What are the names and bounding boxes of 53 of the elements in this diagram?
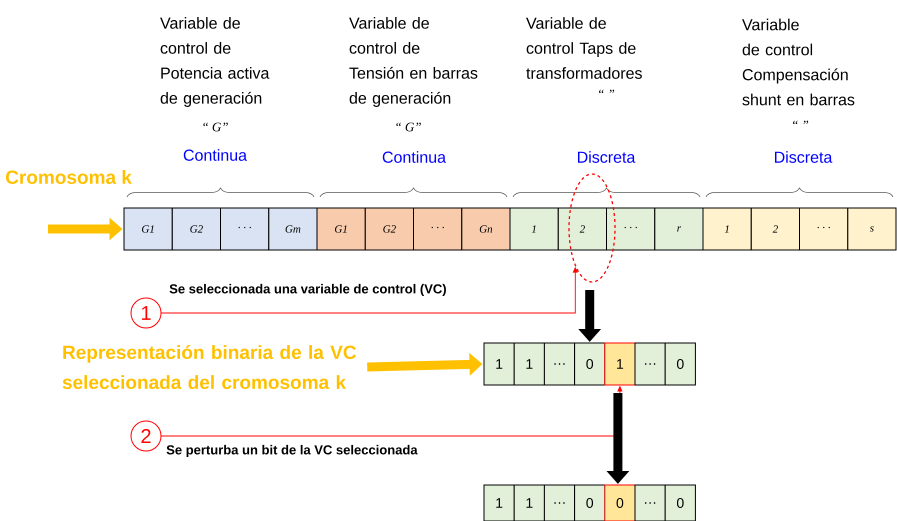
bit-cell: 1 [514, 342, 545, 386]
gene-cell: G1 [124, 208, 173, 250]
gene-cell: r [654, 208, 704, 250]
gene-cell: 1 [702, 208, 752, 250]
node-label: … [554, 502, 565, 504]
bit-cell: 0 [574, 484, 606, 521]
gene-cell: 2 [558, 208, 607, 250]
edge-label: Se perturba un bit de la VC seleccionada [165, 444, 419, 458]
variable-type: Discreta [774, 151, 832, 163]
symbol-label: “ ” [599, 90, 614, 94]
gene-cell: 1 [510, 208, 559, 250]
gene-cell: Gn [461, 208, 510, 250]
variable-heading: Variable de control Compensación shunt en barras [742, 18, 854, 106]
bit-cell: … [634, 484, 666, 521]
bit-cell: 1 [484, 342, 515, 386]
bit-cell: … [634, 342, 666, 386]
bit-cell: 1 [604, 342, 636, 386]
bit-cell: 0 [664, 484, 696, 521]
step-number: 2 [130, 420, 162, 452]
step-number: 1 [130, 298, 162, 328]
node-label: 1 [526, 498, 533, 508]
selection-ellipse [568, 173, 616, 283]
chromosome-title: Cromosoma k [6, 170, 132, 184]
edge-label: Se seleccionada una variable de control (VC) [168, 282, 448, 298]
variable-type: Continua [382, 151, 446, 163]
variable-heading: Variable de control de Potencia activa de generación [160, 17, 270, 107]
symbol-label: “ G” [396, 122, 421, 132]
gene-cell: G2 [172, 208, 221, 250]
bit-cell: 0 [664, 342, 696, 386]
gene-cell: · · · [220, 208, 270, 250]
variable-type: Discreta [578, 151, 636, 163]
symbol-label: “ ” [793, 120, 808, 124]
bit-cell: … [544, 342, 576, 386]
heading-text: Representación binaria de la VC seleccionada del cromosoma k [62, 344, 356, 390]
variable-type: Continua [184, 149, 247, 161]
gene-cell: G1 [316, 208, 366, 250]
gene-cell: s [847, 208, 896, 250]
bit-cell: … [544, 484, 576, 521]
gene-cell: G2 [364, 208, 414, 250]
bit-cell: 0 [604, 484, 636, 521]
bit-cell: 1 [514, 484, 545, 521]
variable-heading: Variable de control Taps de transformadores [526, 17, 642, 79]
node-label: 1 [496, 498, 502, 508]
node-label: … [645, 502, 656, 504]
symbol-label: “ G” [203, 122, 228, 132]
gene-cell: 2 [750, 208, 800, 250]
gene-cell: · · · [606, 208, 656, 250]
bit-cell: 0 [574, 342, 606, 386]
variable-heading: Variable de control de Tensión en barras de generación [349, 17, 478, 107]
gene-cell: · · · [413, 208, 462, 250]
gene-cell: · · · [799, 208, 848, 250]
bit-cell: 1 [484, 484, 515, 521]
gene-cell: Gm [268, 208, 318, 250]
